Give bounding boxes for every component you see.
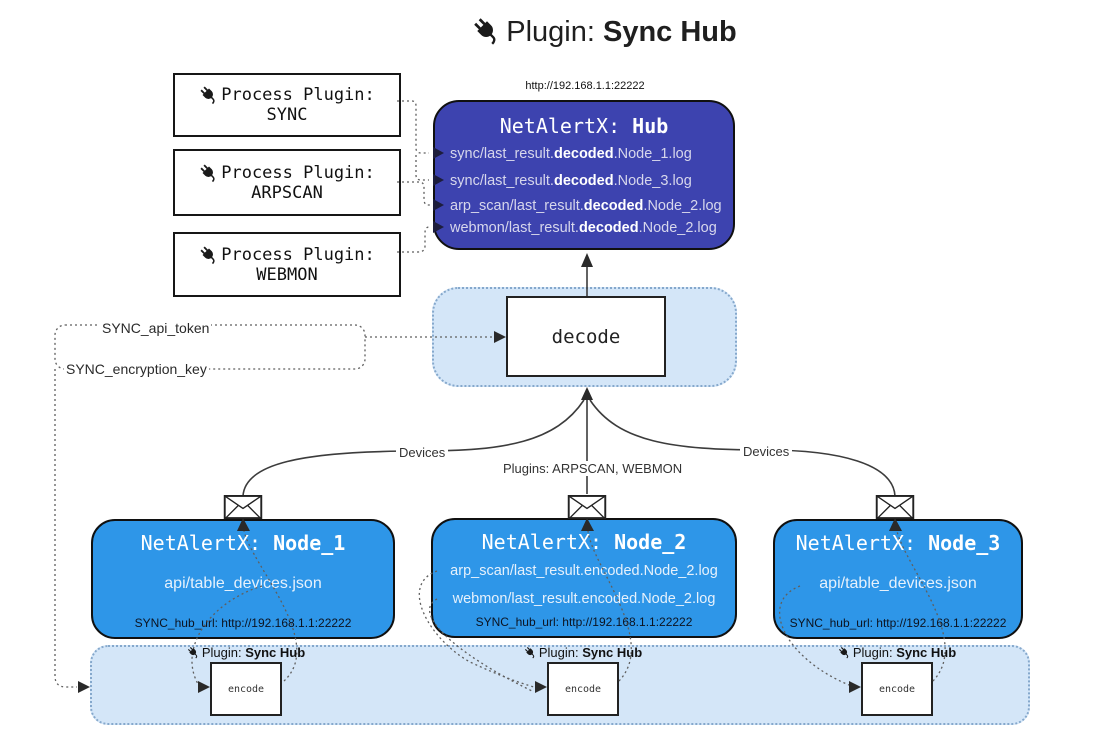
edge-nodes-to-decode bbox=[242, 387, 896, 497]
log-pre: arp_scan/last_result. bbox=[450, 198, 584, 214]
node-file-line: arp_scan/last_result.encoded.Node_2.log bbox=[450, 563, 718, 579]
plug-icon bbox=[200, 246, 215, 264]
encode-plugin-name: Sync Hub bbox=[896, 645, 957, 660]
hub-url-label: http://192.168.1.1:22222 bbox=[525, 80, 645, 92]
hub-log-row: arp_scan/last_result.decoded.Node_2.log bbox=[450, 198, 731, 216]
sync-api-token-label: SYNC_api_token bbox=[100, 320, 212, 336]
node-title-name: Node_3 bbox=[928, 531, 1001, 555]
hub-box: NetAlertX: Hub sync/last_result.decoded.… bbox=[433, 100, 735, 250]
node-title: NetAlertX: Node_1 bbox=[93, 531, 393, 555]
envelope-icon bbox=[567, 495, 607, 520]
decode-box: decode bbox=[506, 296, 666, 377]
plugins-edge-label: Plugins: ARPSCAN, WEBMON bbox=[500, 461, 682, 476]
plug-icon bbox=[200, 86, 215, 105]
devices-label-right: Devices bbox=[740, 444, 793, 459]
encode-plugin-label: Plugin: Sync Hub bbox=[166, 645, 326, 660]
encode-plugin-prefix: Plugin: bbox=[852, 645, 897, 660]
plug-icon bbox=[838, 646, 848, 659]
process-plugin-label: Process Plugin: bbox=[221, 162, 375, 183]
process-plugin-box-sync: Process Plugin: SYNC bbox=[173, 73, 401, 137]
node-file-line: api/table_devices.json bbox=[164, 575, 322, 592]
encode-box: encode bbox=[210, 662, 282, 716]
sync-encryption-key-label: SYNC_encryption_key bbox=[64, 361, 209, 377]
log-post: .Node_2.log bbox=[643, 198, 722, 214]
encode-plugin-label: Plugin: Sync Hub bbox=[503, 645, 663, 660]
process-plugin-box-webmon: Process Plugin: WEBMON bbox=[173, 232, 401, 297]
hub-log-row: webmon/last_result.decoded.Node_2.log bbox=[450, 220, 731, 238]
encode-plugin-label: Plugin: Sync Hub bbox=[817, 645, 977, 660]
node-title-prefix: NetAlertX: bbox=[481, 530, 615, 554]
node-footer: SYNC_hub_url: http://192.168.1.1:22222 bbox=[475, 615, 693, 629]
plug-icon bbox=[524, 646, 534, 659]
process-plugin-name: SYNC bbox=[266, 105, 308, 125]
page-title: Plugin: Sync Hub bbox=[0, 16, 1117, 49]
log-pre: sync/last_result. bbox=[450, 146, 554, 162]
node-title-name: Node_2 bbox=[614, 530, 687, 554]
node-box-node1: NetAlertX: Node_1 api/table_devices.json… bbox=[91, 519, 395, 639]
encode-plugin-prefix: Plugin: bbox=[538, 645, 583, 660]
node-title: NetAlertX: Node_3 bbox=[775, 531, 1021, 555]
hub-log-row: sync/last_result.decoded.Node_3.log bbox=[450, 173, 731, 191]
log-post: .Node_2.log bbox=[638, 220, 717, 236]
log-post: .Node_3.log bbox=[613, 173, 692, 189]
envelope-icon bbox=[223, 495, 263, 520]
log-bold: decoded bbox=[583, 198, 644, 214]
encode-box: encode bbox=[861, 662, 933, 716]
log-bold: decoded bbox=[578, 220, 639, 236]
title-name: Sync Hub bbox=[602, 16, 737, 48]
node-title-name: Node_1 bbox=[273, 531, 346, 555]
encode-plugin-name: Sync Hub bbox=[582, 645, 643, 660]
node-footer: SYNC_hub_url: http://192.168.1.1:22222 bbox=[134, 616, 352, 630]
process-plugin-label: Process Plugin: bbox=[221, 244, 375, 265]
node-title: NetAlertX: Node_2 bbox=[433, 530, 735, 554]
node-footer: SYNC_hub_url: http://192.168.1.1:22222 bbox=[789, 616, 1007, 630]
devices-label-left: Devices bbox=[396, 445, 449, 460]
envelope-icon bbox=[875, 495, 915, 520]
log-pre: sync/last_result. bbox=[450, 173, 554, 189]
process-plugin-box-arpscan: Process Plugin: ARPSCAN bbox=[173, 149, 401, 216]
node-title-prefix: NetAlertX: bbox=[140, 531, 274, 555]
title-prefix: Plugin: bbox=[506, 16, 603, 48]
node-file-line: webmon/last_result.encoded.Node_2.log bbox=[452, 591, 716, 607]
hub-title-prefix: NetAlertX: bbox=[499, 114, 633, 138]
encode-box: encode bbox=[547, 662, 619, 716]
hub-title-name: Hub bbox=[632, 114, 669, 138]
node-title-prefix: NetAlertX: bbox=[795, 531, 929, 555]
encode-plugin-name: Sync Hub bbox=[245, 645, 306, 660]
plug-icon bbox=[200, 164, 215, 182]
hub-log-row: sync/last_result.decoded.Node_1.log bbox=[450, 146, 731, 164]
node-box-node2: NetAlertX: Node_2 arp_scan/last_result.e… bbox=[431, 518, 737, 638]
plug-icon bbox=[187, 646, 197, 659]
log-bold: decoded bbox=[553, 146, 614, 162]
process-plugin-label: Process Plugin: bbox=[221, 85, 375, 105]
log-bold: decoded bbox=[553, 173, 614, 189]
process-plugin-name: WEBMON bbox=[256, 264, 318, 285]
log-post: .Node_1.log bbox=[613, 146, 692, 162]
encode-plugin-prefix: Plugin: bbox=[201, 645, 246, 660]
node-box-node3: NetAlertX: Node_3 api/table_devices.json… bbox=[773, 519, 1023, 639]
node-file-line: api/table_devices.json bbox=[819, 575, 977, 592]
process-plugin-name: ARPSCAN bbox=[251, 182, 323, 203]
log-pre: webmon/last_result. bbox=[450, 220, 579, 236]
hub-title: NetAlertX: Hub bbox=[435, 114, 733, 138]
plug-icon bbox=[474, 18, 496, 45]
